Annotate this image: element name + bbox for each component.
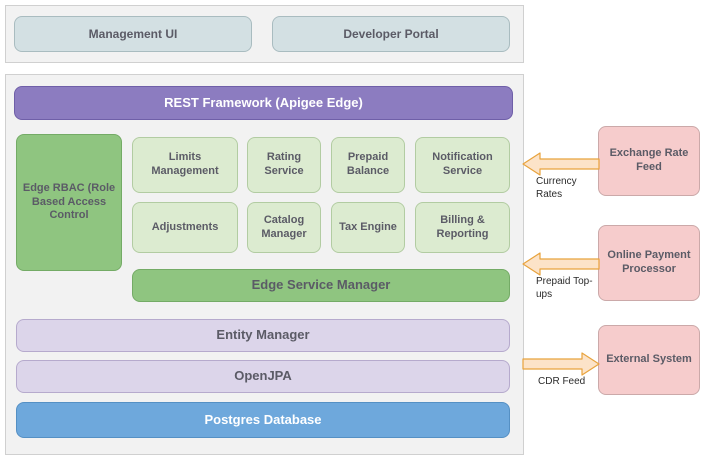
node-limits-management[interactable]: Limits Management bbox=[132, 137, 238, 193]
node-tax-engine-label: Tax Engine bbox=[339, 220, 397, 233]
node-edge-service-manager[interactable]: Edge Service Manager bbox=[132, 269, 510, 302]
node-notification-service[interactable]: Notification Service bbox=[415, 137, 510, 193]
node-openjpa-label: OpenJPA bbox=[234, 368, 292, 384]
arrow-prepaid-topups bbox=[522, 252, 600, 276]
node-catalog-manager-label: Catalog Manager bbox=[261, 213, 307, 240]
node-developer-portal-label: Developer Portal bbox=[343, 26, 439, 41]
node-catalog-manager[interactable]: Catalog Manager bbox=[247, 202, 321, 253]
node-exchange-rate-feed[interactable]: Exchange Rate Feed bbox=[598, 126, 700, 196]
node-limits-management-label: Limits Management bbox=[151, 151, 219, 177]
node-external-system-label: External System bbox=[606, 353, 692, 366]
node-management-ui-label: Management UI bbox=[88, 26, 178, 41]
node-online-payment-processor[interactable]: Online Payment Processor bbox=[598, 225, 700, 301]
node-tax-engine[interactable]: Tax Engine bbox=[331, 202, 405, 253]
node-entity-manager[interactable]: Entity Manager bbox=[16, 319, 510, 352]
node-exchange-rate-feed-label: Exchange Rate Feed bbox=[609, 147, 689, 173]
node-billing-reporting[interactable]: Billing & Reporting bbox=[415, 202, 510, 253]
node-notification-service-label: Notification Service bbox=[432, 151, 493, 177]
node-rating-service[interactable]: Rating Service bbox=[247, 137, 321, 193]
node-edge-rbac[interactable]: Edge RBAC (Role Based Access Control bbox=[16, 134, 122, 271]
node-prepaid-balance-label: Prepaid Balance bbox=[346, 151, 390, 177]
node-online-payment-processor-label: Online Payment Processor bbox=[607, 249, 691, 275]
node-openjpa[interactable]: OpenJPA bbox=[16, 360, 510, 393]
node-adjustments-label: Adjustments bbox=[151, 220, 219, 233]
node-developer-portal[interactable]: Developer Portal bbox=[272, 16, 510, 52]
arrow-cdr-feed-label: CDR Feed bbox=[538, 376, 586, 387]
node-entity-manager-label: Entity Manager bbox=[216, 327, 310, 343]
node-rest-framework-label: REST Framework (Apigee Edge) bbox=[164, 94, 363, 110]
arrow-prepaid-topups-label: Prepaid Top-ups bbox=[536, 276, 593, 300]
node-edge-service-manager-label: Edge Service Manager bbox=[251, 277, 391, 293]
node-billing-reporting-label: Billing & Reporting bbox=[436, 213, 489, 240]
node-external-system[interactable]: External System bbox=[598, 325, 700, 395]
arrow-currency-rates bbox=[522, 152, 600, 176]
arrow-currency-rates-label: Currency Rates bbox=[536, 176, 577, 200]
node-edge-rbac-label: Edge RBAC (Role Based Access Control bbox=[22, 181, 116, 222]
node-prepaid-balance[interactable]: Prepaid Balance bbox=[331, 137, 405, 193]
arrow-cdr-feed bbox=[522, 352, 600, 376]
node-postgres-database[interactable]: Postgres Database bbox=[16, 402, 510, 438]
node-rating-service-label: Rating Service bbox=[264, 151, 304, 177]
node-postgres-database-label: Postgres Database bbox=[204, 411, 322, 427]
node-management-ui[interactable]: Management UI bbox=[14, 16, 252, 52]
node-rest-framework[interactable]: REST Framework (Apigee Edge) bbox=[14, 86, 513, 120]
node-adjustments[interactable]: Adjustments bbox=[132, 202, 238, 253]
